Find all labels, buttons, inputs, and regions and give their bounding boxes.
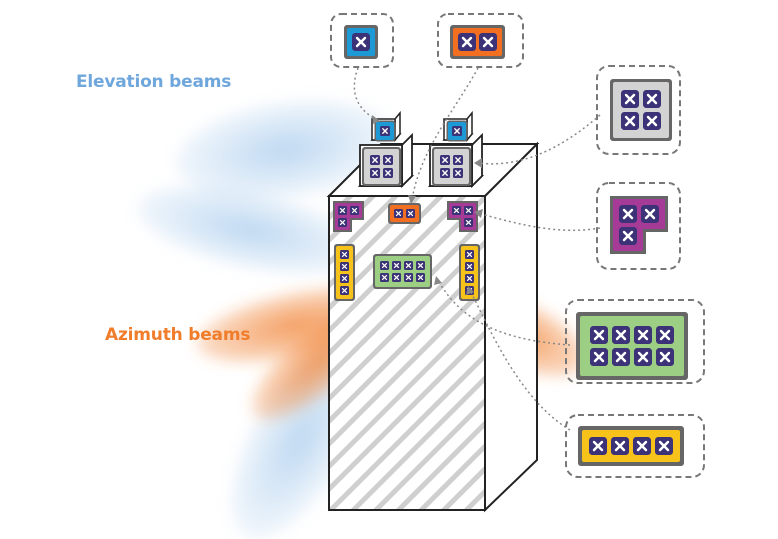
antenna-element-icon [380, 261, 389, 270]
antenna-element-icon [452, 126, 462, 136]
building-tile-blue-left [374, 120, 396, 142]
building-tile-purple-right [447, 201, 478, 232]
arrow-green [437, 279, 571, 346]
antenna-element-icon [392, 261, 401, 270]
antenna-element-icon [656, 348, 674, 366]
antenna-element-icon [338, 218, 347, 227]
antenna-element-icon [465, 262, 474, 271]
antenna-element-icon [350, 206, 359, 215]
callout-outline-green [565, 299, 705, 384]
callout-outline-blue [330, 13, 394, 68]
antenna-element-icon [383, 168, 393, 178]
antenna-element-icon [453, 155, 463, 165]
callout-tile-blue [344, 25, 378, 59]
antenna-element-icon [340, 274, 349, 283]
antenna-element-icon [380, 126, 390, 136]
antenna-element-icon [612, 326, 630, 344]
building-front-face [328, 195, 486, 511]
antenna-element-icon [465, 250, 474, 259]
arrow-head-green [434, 276, 442, 285]
antenna-element-icon [404, 261, 413, 270]
antenna-element-icon [370, 155, 380, 165]
callout-tile-gray [610, 79, 672, 141]
building-tile-yellow-left [334, 244, 355, 301]
arrow-head-purple [474, 209, 483, 218]
arrow-head-gray [474, 158, 482, 168]
elevation-beams [137, 100, 395, 539]
building-tile-gray-right [432, 147, 471, 186]
antenna-element-icon [416, 273, 425, 282]
antenna-element-icon [340, 286, 349, 295]
building-tile-green [373, 254, 432, 289]
callout-outline-orange [437, 13, 524, 68]
building-tile-gray-left [362, 147, 401, 186]
callout-tile-orange [450, 25, 505, 59]
antenna-element-icon [612, 348, 630, 366]
antenna-element-icon [619, 227, 637, 245]
building-right-face [484, 141, 538, 513]
arrow-head-orange [408, 195, 416, 204]
antenna-element-icon [452, 206, 461, 215]
antenna-element-icon [458, 33, 476, 51]
antenna-element-icon [589, 437, 607, 455]
building-tile-orange [388, 203, 421, 224]
antenna-element-icon [392, 273, 401, 282]
elevation-beam-upper [175, 100, 395, 200]
building-tile-purple-left [333, 201, 364, 232]
arrow-head-blue [372, 115, 380, 124]
arrow-orange [411, 67, 479, 201]
antenna-element-icon [641, 205, 659, 223]
antenna-element-icon [380, 273, 389, 282]
antenna-element-icon [633, 437, 651, 455]
antenna-element-icon [340, 262, 349, 271]
antenna-element-icon [611, 437, 629, 455]
antenna-element-icon [621, 112, 639, 130]
antenna-element-icon [465, 274, 474, 283]
antenna-element-icon [352, 33, 370, 51]
antenna-element-icon [404, 273, 413, 282]
antenna-element-icon [634, 326, 652, 344]
building-tile-blue-right [446, 120, 468, 142]
antenna-element-icon [340, 250, 349, 259]
antenna-element-icon [621, 90, 639, 108]
antenna-element-icon [643, 90, 661, 108]
antenna-element-icon [464, 218, 473, 227]
callout-tile-yellow [578, 426, 684, 466]
antenna-element-icon [406, 209, 415, 218]
antenna-element-icon [590, 326, 608, 344]
antenna-element-icon [416, 261, 425, 270]
building [326, 141, 540, 513]
callout-tile-purple [610, 196, 668, 254]
antenna-element-icon [383, 155, 393, 165]
arrow-heads [372, 115, 483, 295]
arrow-purple [477, 212, 601, 232]
arrow-yellow [469, 289, 571, 431]
antenna-element-icon [394, 209, 403, 218]
arrow-gray [477, 114, 601, 165]
callout-tile-green [576, 312, 688, 380]
antenna-element-icon [370, 168, 380, 178]
antenna-element-icon [440, 155, 450, 165]
antenna-element-icon [453, 168, 463, 178]
callout-outline-gray [596, 65, 681, 155]
leader-arrows [353, 67, 601, 431]
antenna-element-icon [464, 206, 473, 215]
antenna-tiles [333, 25, 688, 466]
antenna-element-icon [619, 205, 637, 223]
antenna-element-icon [655, 437, 673, 455]
callout-outlines [330, 13, 705, 478]
callout-outline-yellow [565, 414, 705, 478]
antenna-element-icon [338, 206, 347, 215]
antenna-element-icon [440, 168, 450, 178]
antenna-element-icon [656, 326, 674, 344]
antenna-element-icon [479, 33, 497, 51]
elevation-beam-mid [137, 185, 363, 275]
arrow-head-yellow [466, 286, 474, 295]
antenna-element-icon [634, 348, 652, 366]
antenna-element-icon [590, 348, 608, 366]
antenna-element-icon [643, 112, 661, 130]
elevation-beams-label: Elevation beams [76, 72, 232, 92]
